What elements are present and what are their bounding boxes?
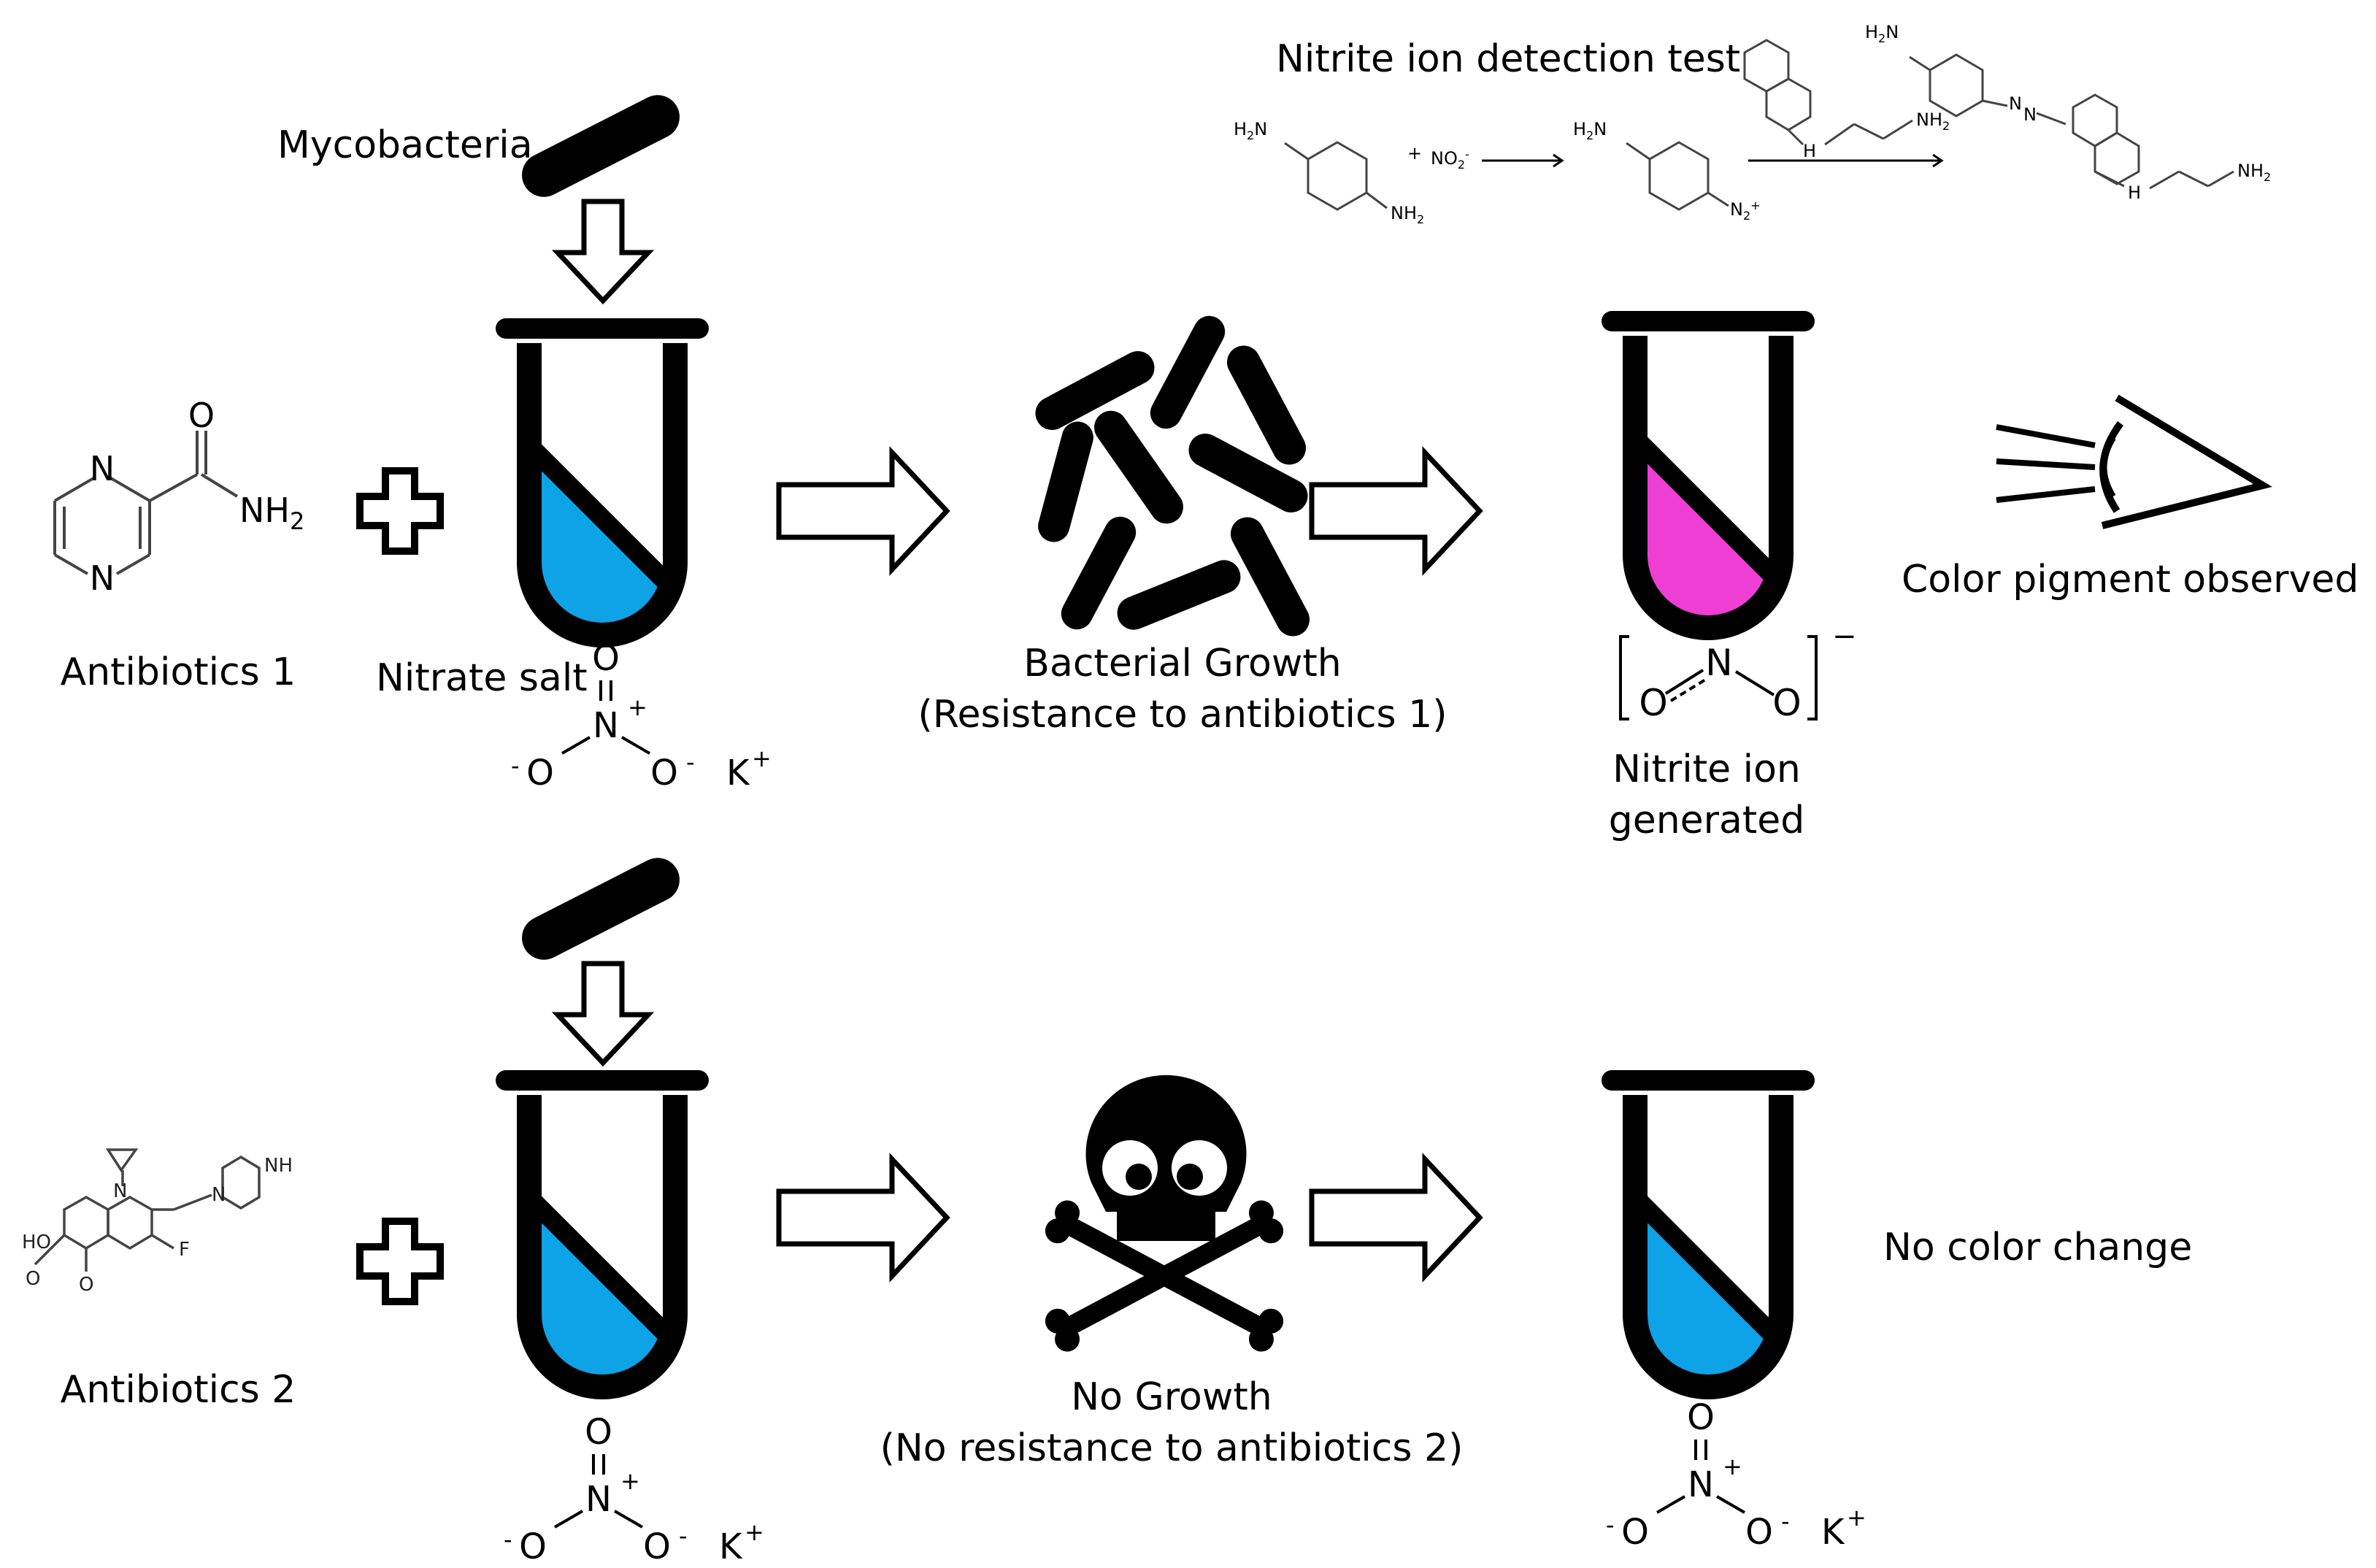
- down-arrow-icon: [558, 964, 648, 1063]
- svg-text:H2N: H2N: [1865, 22, 1899, 45]
- amide-nh2: NH2: [239, 491, 304, 535]
- svg-text:+: +: [1847, 1504, 1866, 1532]
- eye-icon: [1996, 394, 2272, 529]
- amide-o: O: [188, 396, 215, 435]
- svg-text:O: O: [1687, 1397, 1715, 1438]
- svg-text:F: F: [179, 1239, 190, 1261]
- svg-text:O: O: [519, 1526, 547, 1565]
- antibiotics-2-label: Antibiotics 2: [60, 1368, 296, 1412]
- svg-text:N: N: [2009, 93, 2022, 114]
- antibiotic-2-labels: N N NH F HO O O: [22, 1155, 293, 1296]
- svg-text:−: −: [1832, 620, 1857, 653]
- svg-text:-: -: [1606, 1511, 1615, 1539]
- no-growth-label: No Growth: [1071, 1375, 1272, 1419]
- svg-text:N: N: [2023, 104, 2037, 125]
- svg-text:N2+: N2+: [1730, 199, 1761, 223]
- svg-text:N: N: [585, 1479, 612, 1520]
- right-arrow-icon: [1312, 1159, 1480, 1276]
- svg-text:+: +: [628, 693, 647, 721]
- svg-text:O: O: [585, 1412, 612, 1453]
- no-color-change-label: No color change: [1883, 1226, 2193, 1269]
- skull-crossbones-icon: [1041, 1075, 1288, 1356]
- no-resistance-2-label: (No resistance to antibiotics 2): [880, 1426, 1464, 1470]
- nitrite-ion-label-2: generated: [1608, 799, 1805, 842]
- svg-text:N: N: [1688, 1464, 1714, 1505]
- svg-text:NH2: NH2: [1391, 203, 1424, 226]
- ring-n-top: N: [90, 449, 115, 488]
- svg-text:O: O: [79, 1274, 93, 1296]
- right-arrow-icon: [779, 453, 947, 569]
- svg-text:K: K: [719, 1526, 743, 1565]
- test-tube-icon: [506, 328, 704, 650]
- svg-text:NH2: NH2: [2237, 161, 2271, 184]
- svg-text:N: N: [212, 1184, 226, 1206]
- mycobacteria-label: Mycobacteria: [277, 123, 533, 167]
- svg-text:O: O: [643, 1526, 671, 1565]
- antibiotic-2-structure: [34, 1148, 261, 1272]
- svg-text:HO: HO: [22, 1231, 51, 1253]
- svg-text:NH: NH: [264, 1155, 293, 1177]
- nitrite-ion: − N O O: [1619, 620, 1857, 724]
- nitrate-ion-1: O N + - O O - K +: [511, 638, 772, 793]
- svg-text:+: +: [1407, 143, 1422, 164]
- test-tube-icon: [1612, 1080, 1810, 1402]
- resistance-1-label: (Resistance to antibiotics 1): [918, 693, 1447, 737]
- right-arrow-icon: [779, 1159, 947, 1276]
- svg-text:O: O: [1745, 1512, 1773, 1553]
- svg-text:O: O: [650, 753, 678, 793]
- svg-text:O: O: [1772, 682, 1801, 724]
- ring-n-bottom: N: [90, 558, 115, 598]
- svg-text:O: O: [26, 1268, 40, 1290]
- svg-text:O: O: [592, 638, 620, 679]
- nitrate-ion-2: O N + - O O - K +: [504, 1412, 764, 1567]
- svg-text:+: +: [745, 1518, 764, 1546]
- svg-text:-: -: [679, 1522, 688, 1550]
- svg-text:NO2-: NO2-: [1431, 147, 1469, 172]
- bacillus-icon: [544, 117, 658, 174]
- svg-text:H2N: H2N: [1234, 119, 1267, 142]
- svg-text:N: N: [113, 1180, 127, 1202]
- svg-text:N: N: [593, 705, 619, 746]
- svg-text:H2N: H2N: [1573, 119, 1607, 142]
- svg-text:+: +: [620, 1467, 640, 1495]
- bacteria-cluster-icon: [1052, 331, 1293, 619]
- antibiotics-1-label: Antibiotics 1: [60, 650, 296, 694]
- svg-text:-: -: [511, 752, 520, 780]
- svg-text:+: +: [1723, 1453, 1742, 1480]
- svg-text:NH2: NH2: [1916, 109, 1950, 133]
- svg-text:K: K: [1821, 1512, 1845, 1553]
- bacterial-growth-label: Bacterial Growth: [1023, 642, 1342, 685]
- svg-text:-: -: [686, 748, 695, 776]
- test-tube-icon: [506, 1080, 704, 1402]
- right-arrow-icon: [1312, 453, 1480, 569]
- svg-text:-: -: [504, 1526, 512, 1553]
- svg-text:N: N: [1705, 642, 1732, 684]
- nitrate-salt-label: Nitrate salt: [376, 656, 588, 700]
- svg-text:O: O: [1639, 682, 1667, 724]
- nitrite-test-label: Nitrite ion detection test: [1276, 37, 1741, 81]
- nitrite-detection-scheme: [1284, 39, 2234, 211]
- plus-icon: [360, 471, 440, 551]
- svg-text:H: H: [2128, 182, 2141, 203]
- svg-text:O: O: [526, 753, 554, 793]
- test-tube-icon: [1612, 321, 1810, 642]
- svg-text:H: H: [1803, 141, 1816, 161]
- bacillus-icon: [544, 880, 658, 937]
- color-observed-label: Color pigment observed: [1902, 558, 2359, 602]
- svg-text:+: +: [752, 745, 772, 772]
- nitrate-ion-3: O N + - O O - K +: [1606, 1397, 1866, 1553]
- svg-text:O: O: [1621, 1512, 1649, 1553]
- scheme-labels: H2N NH2 + NO2- H2N N2+ H NH2 H2N N N H N…: [1234, 22, 2271, 226]
- svg-text:-: -: [1781, 1507, 1790, 1535]
- nitrite-ion-label-1: Nitrite ion: [1612, 748, 1801, 791]
- plus-icon: [360, 1221, 440, 1302]
- down-arrow-icon: [558, 201, 648, 301]
- svg-text:K: K: [726, 753, 750, 793]
- antibiotic-1-structure: [53, 431, 239, 575]
